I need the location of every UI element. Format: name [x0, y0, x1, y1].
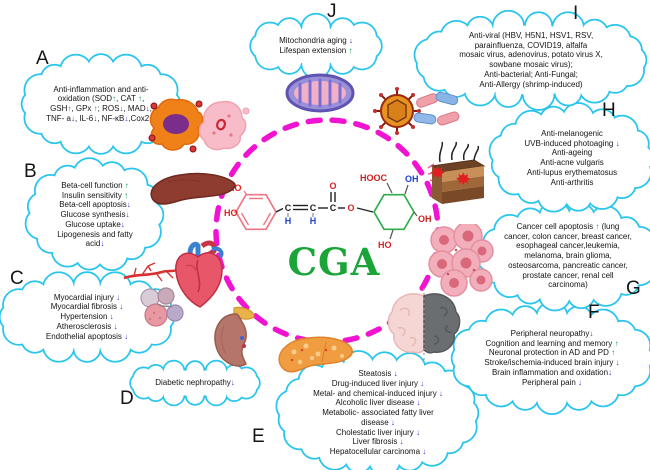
- kidney-illustration: [214, 306, 255, 367]
- atom-c1: C: [285, 203, 292, 213]
- section-label-g: G: [626, 278, 641, 299]
- section-label-c: C: [10, 268, 24, 289]
- atom-h1: H: [285, 216, 292, 226]
- skin-section-illustration: [427, 141, 486, 204]
- cloud-h: Anti-melanogenic UVB-induced photoaging …: [488, 102, 650, 213]
- cloud-e: Steatosis ↓ Drug-induced liver injury ↓ …: [275, 350, 480, 470]
- section-label-e: E: [252, 426, 265, 447]
- atom-hooc: HOOC: [360, 173, 388, 183]
- cloud-j: Mitochondria aging ↓ Lifespan extension …: [249, 12, 383, 80]
- section-label-d: D: [120, 388, 134, 409]
- mitochondria-illustration: [285, 73, 355, 113]
- atom-o-carbonyl: O: [329, 181, 336, 191]
- cloud-c-text: Myocardial injury ↓ Myocardial fibrosis …: [45, 292, 129, 341]
- cloud-b-text: Beta-cell function ↑ Insulin sensitivity…: [57, 180, 133, 249]
- cloud-i-text: Anti-viral (HBV, H5N1, HSV1, RSV, parain…: [459, 30, 603, 89]
- cloud-h-text: Anti-melanogenic UVB-induced photoaging …: [524, 128, 620, 187]
- section-label-h: H: [602, 100, 616, 121]
- atom-o-ester: O: [347, 203, 354, 213]
- cloud-g-text: Cancer cell apoptosis ↑ (lung cancer, co…: [504, 221, 632, 290]
- cloud-e-text: Steatosis ↓ Drug-induced liver injury ↓ …: [313, 369, 443, 457]
- atom-oh-top: OH: [405, 174, 419, 184]
- cloud-j-text: Mitochondria aging ↓ Lifespan extension …: [279, 36, 353, 55]
- cloud-g: Cancer cell apoptosis ↑ (lung cancer, co…: [475, 200, 650, 312]
- cancer-cells-illustration: [428, 224, 494, 297]
- fatty-liver-illustration: [278, 336, 353, 373]
- heart-illustration: [175, 240, 224, 308]
- section-label-a: A: [36, 48, 49, 69]
- atom-h2: H: [310, 216, 317, 226]
- cloud-d-text: Diabetic nephropathy↓: [155, 378, 235, 388]
- section-label-j: J: [327, 1, 337, 22]
- atom-oh-right: OH: [418, 214, 432, 224]
- atom-c2: C: [310, 203, 317, 213]
- cloud-a-text: Anti-inflammation and anti- oxidation (S…: [46, 84, 156, 123]
- brain-illustration: [387, 288, 461, 362]
- cloud-f: Peripheral neuropathy↓ Cognition and lea…: [450, 301, 650, 415]
- pink-cell-illustration: [198, 100, 250, 151]
- atom-ho-bottom: HO: [378, 240, 392, 250]
- section-label-f: F: [588, 302, 600, 323]
- cloud-c: Myocardial injury ↓ Myocardial fibrosis …: [0, 271, 176, 363]
- virus-illustration: [373, 87, 421, 135]
- cloud-b: Beta-cell function ↑ Insulin sensitivity…: [24, 157, 165, 271]
- section-label-i: I: [573, 3, 579, 24]
- chlorogenic-acid-structure: HO HO C C H H C O O HOOC OH OH HO: [224, 173, 432, 250]
- bacteria-illustration: [413, 91, 460, 126]
- cloud-d: Diabetic nephropathy↓: [129, 359, 261, 407]
- cloud-f-text: Peripheral neuropathy↓ Cognition and lea…: [484, 328, 620, 387]
- compound-name: CGA: [287, 240, 381, 284]
- cloud-a: Anti-inflammation and anti- oxidation (S…: [20, 53, 182, 155]
- section-label-b: B: [24, 161, 37, 182]
- nephron-illustration: [140, 287, 184, 327]
- liver-illustration: [150, 172, 236, 205]
- atom-c3: C: [330, 203, 337, 213]
- atom-ho-left: HO: [224, 208, 238, 218]
- artery-illustration: [123, 262, 177, 282]
- cloud-i: Anti-viral (HBV, H5N1, HSV1, RSV, parain…: [413, 9, 648, 111]
